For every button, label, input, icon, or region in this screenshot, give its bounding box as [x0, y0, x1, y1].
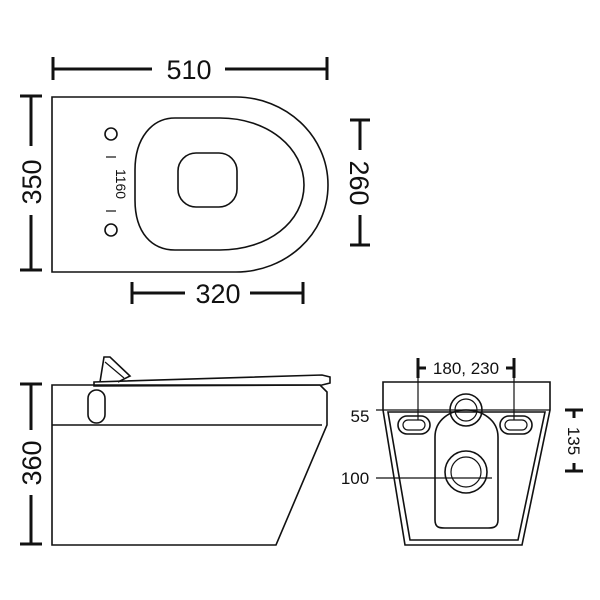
waste-diameter-label: 100: [341, 469, 369, 488]
fixing-hole-top: [104, 127, 118, 141]
waste-height-label: 135: [564, 427, 583, 455]
bowl-outline-top: [51, 96, 329, 273]
bowl-rim-inner: [134, 117, 305, 251]
inlet-diameter-label: 55: [351, 407, 370, 426]
inlet-spacing-label: 180, 230: [433, 359, 499, 378]
waste-outlet-inner: [450, 456, 482, 488]
rear-span-label: 320: [195, 279, 240, 309]
fixing-hole-bottom: [104, 223, 118, 237]
fixing-holes-label: 1160: [113, 169, 129, 199]
seat-hinge: [99, 356, 132, 383]
height-label: 360: [17, 440, 47, 485]
rear-slot-left: [397, 415, 431, 435]
top-view: 1160 510 350 260 320: [17, 55, 374, 309]
side-recess: [87, 389, 106, 424]
width-label: 510: [166, 55, 211, 85]
rear-view: 180, 230 55 100 135: [341, 358, 583, 546]
seat-width-label: 260: [344, 160, 374, 205]
rear-slot-right: [499, 415, 533, 435]
side-body-outline: [51, 384, 328, 546]
drain-opening: [177, 152, 238, 208]
depth-label: 350: [17, 159, 47, 204]
rear-outline: [382, 381, 551, 546]
rear-inner-channel: [387, 411, 546, 541]
rear-slot-left-inner: [402, 419, 426, 431]
seat-hinge-inner: [104, 361, 125, 379]
waste-outlet: [444, 450, 488, 494]
side-view: 360: [17, 356, 331, 546]
rear-slot-right-inner: [504, 419, 528, 431]
seat-lid: [93, 374, 331, 387]
